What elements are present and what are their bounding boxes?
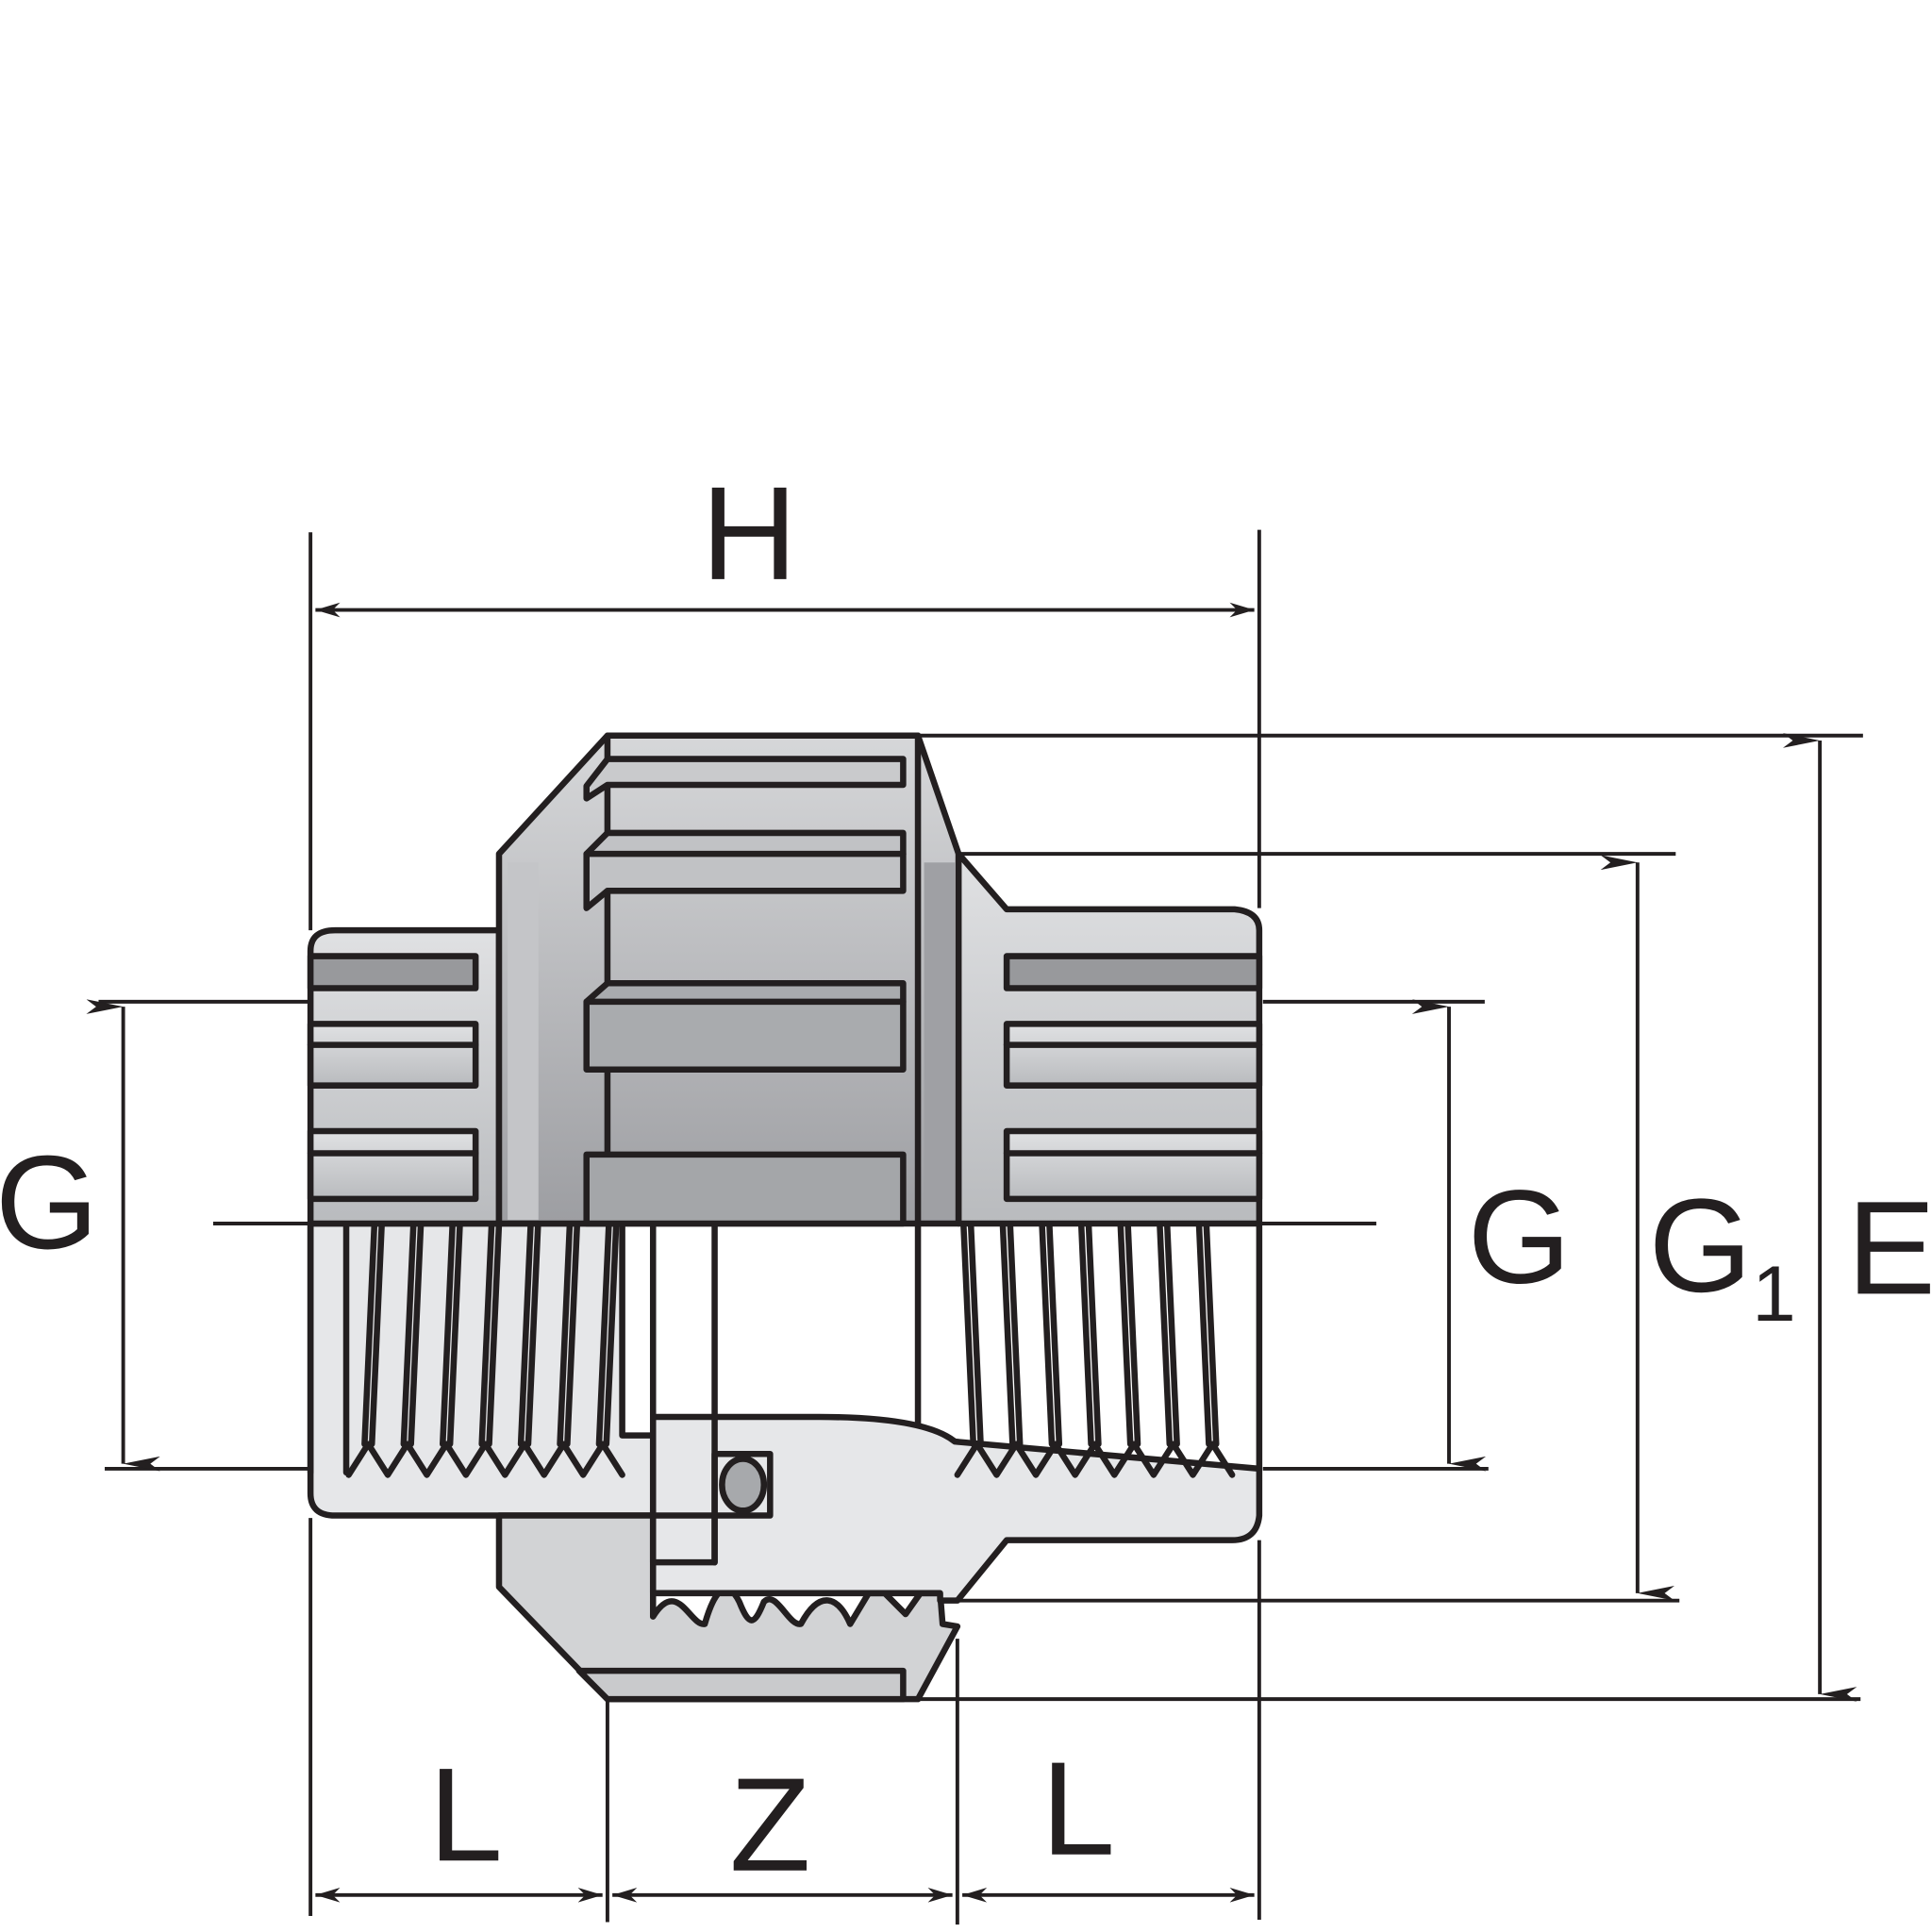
- label-g-left: G: [0, 1127, 98, 1276]
- thread-line: [1117, 1220, 1141, 1448]
- label-g1: G: [1649, 1171, 1753, 1320]
- o-ring-seal: [719, 1456, 768, 1514]
- thread-line: [557, 1220, 581, 1448]
- label-l-left: L: [428, 1740, 502, 1889]
- dimension-labels: H G G G 1 E L Z L: [0, 458, 1932, 1899]
- thread-teeth: [345, 1441, 625, 1478]
- thread-line: [1157, 1220, 1180, 1448]
- thread-line: [517, 1220, 541, 1448]
- nut-lower: [495, 1512, 961, 1703]
- thread-line: [1039, 1220, 1063, 1448]
- thread-line: [999, 1220, 1024, 1448]
- internal-threads: [345, 1220, 1236, 1478]
- thread-line: [595, 1220, 620, 1448]
- label-g1-subscript: 1: [1752, 1249, 1795, 1338]
- label-z: Z: [729, 1750, 810, 1899]
- label-l-right: L: [1041, 1734, 1115, 1883]
- thread-line: [478, 1220, 503, 1448]
- union-nut-upper: [495, 732, 962, 1227]
- thread-line: [400, 1220, 425, 1448]
- label-h: H: [701, 458, 797, 608]
- thread-line: [440, 1220, 463, 1448]
- thread-line: [960, 1220, 984, 1448]
- inner-ring: [649, 1512, 718, 1566]
- label-g-right: G: [1468, 1162, 1572, 1311]
- thread-line: [361, 1220, 385, 1448]
- lower-section: [307, 1220, 1263, 1703]
- thread-line: [1195, 1220, 1220, 1448]
- upper-section: [307, 732, 1263, 1227]
- dimension-lines: [86, 529, 1863, 1925]
- thread-line: [1077, 1220, 1102, 1448]
- nut-lower-groove: [575, 1667, 907, 1703]
- thread-teeth: [954, 1441, 1236, 1478]
- label-e: E: [1847, 1173, 1932, 1322]
